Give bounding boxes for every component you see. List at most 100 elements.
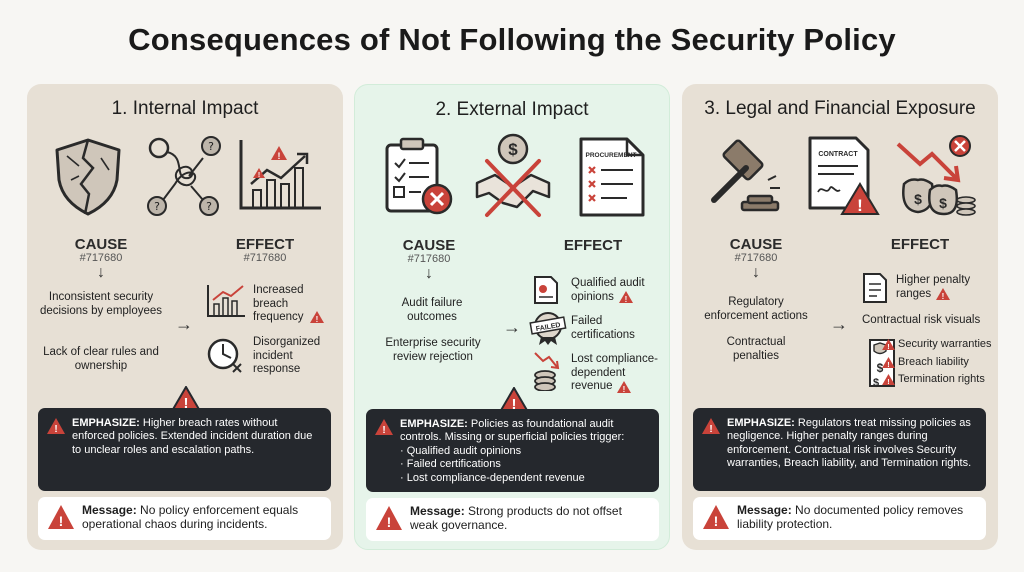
cause-code: #717680 [407, 253, 451, 265]
message-text: Strong products do not offset weak gover… [410, 504, 622, 532]
down-arrow-icon: ↓ [752, 264, 760, 281]
warning-icon: ! [882, 339, 895, 350]
effect-item: Higher penalty ranges [896, 274, 971, 300]
svg-text:$: $ [873, 377, 879, 389]
svg-text:?: ? [154, 200, 160, 213]
cause-item: Lack of clear rules and ownership [43, 346, 159, 372]
svg-text:!: ! [714, 513, 719, 529]
message-text: No documented policy removes liability p… [737, 503, 964, 531]
list-item: ! Security warranties [882, 338, 992, 352]
procurement-label: PROCUREMENT [586, 152, 637, 159]
svg-text:!: ! [625, 295, 628, 303]
cracked-shield-icon [55, 138, 121, 216]
list-item: ! Breach liability [882, 356, 992, 370]
breach-chart-icon [207, 285, 245, 317]
svg-text:$: $ [914, 191, 922, 207]
contract-label: CONTRACT [818, 151, 858, 158]
audit-doc-icon [534, 276, 558, 304]
effect-item: Qualified audit opinions [571, 277, 645, 303]
failed-stamp-icon: FAILED [529, 312, 567, 345]
warning-icon: ! [936, 288, 950, 300]
right-arrow-icon: → [175, 314, 193, 334]
svg-text:!: ! [512, 396, 517, 413]
message-label: Message: [410, 504, 469, 518]
warning-icon: ! [310, 311, 324, 323]
risk-scroll-icon: $ $ [869, 339, 895, 389]
svg-text:!: ! [316, 315, 319, 323]
svg-text:!: ! [184, 395, 189, 412]
svg-text:!: ! [942, 292, 945, 300]
falling-money-icon: $ $ [896, 135, 976, 216]
cause-header: CAUSE [74, 236, 128, 253]
emphasize-text: Policies as foundational audit controls.… [400, 418, 625, 444]
svg-text:$: $ [939, 195, 947, 211]
effect-item: Disorganized incident response [253, 336, 321, 375]
broken-deal-icon: $ [475, 133, 551, 217]
panel-legal-financial: 3. Legal and Financial Exposure CONTRACT… [682, 84, 998, 550]
emphasize-label: EMPHASIZE: [72, 417, 143, 429]
emphasize-text: Regulators treat missing policies as neg… [727, 417, 972, 470]
list-item: Lost compliance-dependent revenue [400, 472, 649, 485]
page-title: Consequences of Not Following the Securi… [128, 22, 896, 57]
svg-text:!: ! [887, 377, 889, 385]
svg-text:$: $ [877, 361, 884, 375]
message-text: No policy enforcement equals operational… [82, 503, 299, 531]
right-arrow-icon: → [830, 314, 848, 334]
down-arrow-icon: ↓ [425, 265, 433, 282]
message-label: Message: [82, 503, 141, 517]
message-box: ! Message: No documented policy removes … [693, 497, 986, 540]
svg-text:!: ! [887, 342, 889, 350]
emphasize-list: Qualified audit opinions Failed certific… [400, 445, 649, 485]
effect-header: EFFECT [890, 236, 950, 253]
effect-header: EFFECT [235, 236, 295, 253]
failed-checklist-icon [385, 137, 453, 215]
effect-code: #717680 [243, 252, 287, 264]
warning-icon: ! [617, 381, 631, 393]
effect-item: Lost compliance-dependent revenue [571, 353, 658, 392]
contract-warning-icon: CONTRACT ! [808, 136, 880, 215]
down-arrow-icon: ↓ [97, 264, 105, 281]
tangled-decisions-icon: ? ? ? [147, 136, 221, 216]
warning-icon: ! [375, 419, 393, 435]
warning-icon: ! [619, 291, 633, 303]
cause-item: Enterprise security review rejection [385, 337, 481, 363]
emphasize-label: EMPHASIZE: [400, 418, 471, 430]
procurement-doc-icon: PROCUREMENT [579, 137, 645, 217]
cause-item: Inconsistent security decisions by emplo… [39, 291, 163, 317]
cause-code: #717680 [734, 252, 778, 264]
svg-text:!: ! [623, 385, 626, 393]
emphasize-box: ! EMPHASIZE: Regulators treat missing po… [693, 408, 986, 491]
warning-icon: ! [702, 418, 720, 434]
rising-incident-chart-icon: ! ! [239, 140, 321, 210]
cause-item: Audit failure outcomes [401, 297, 463, 323]
warning-icon: ! [703, 505, 729, 529]
svg-text:!: ! [387, 514, 392, 530]
cause-header: CAUSE [729, 236, 783, 253]
svg-text:!: ! [258, 172, 260, 179]
svg-text:$: $ [508, 140, 518, 159]
right-arrow-icon: → [503, 317, 521, 337]
risk-list: ! Security warranties ! Breach liability… [882, 338, 992, 387]
emphasize-box: ! EMPHASIZE: Policies as foundational au… [366, 409, 659, 492]
cause-header: CAUSE [402, 237, 456, 254]
svg-text:?: ? [206, 200, 212, 213]
cause-item: Regulatory enforcement actions [704, 296, 808, 322]
gavel-icon [711, 139, 780, 212]
effect-item: Failed certifications [571, 315, 635, 341]
svg-text:!: ! [709, 424, 712, 434]
failed-stamp-label: FAILED [535, 322, 561, 333]
warning-icon: ! [48, 505, 74, 529]
svg-text:!: ! [382, 425, 385, 435]
warning-icon: ! [376, 506, 402, 530]
effect-item: Increased breach frequency [253, 284, 304, 323]
cause-code: #717680 [79, 252, 123, 264]
clock-icon [207, 338, 242, 373]
message-label: Message: [737, 503, 796, 517]
warning-icon: ! [47, 418, 65, 434]
penalty-doc-icon [863, 273, 887, 303]
list-item: ! Termination rights [882, 373, 992, 387]
list-item: Failed certifications [400, 458, 649, 471]
svg-text:!: ! [54, 424, 57, 434]
panel-title: 1. Internal Impact [111, 98, 259, 119]
list-item: Qualified audit opinions [400, 445, 649, 458]
